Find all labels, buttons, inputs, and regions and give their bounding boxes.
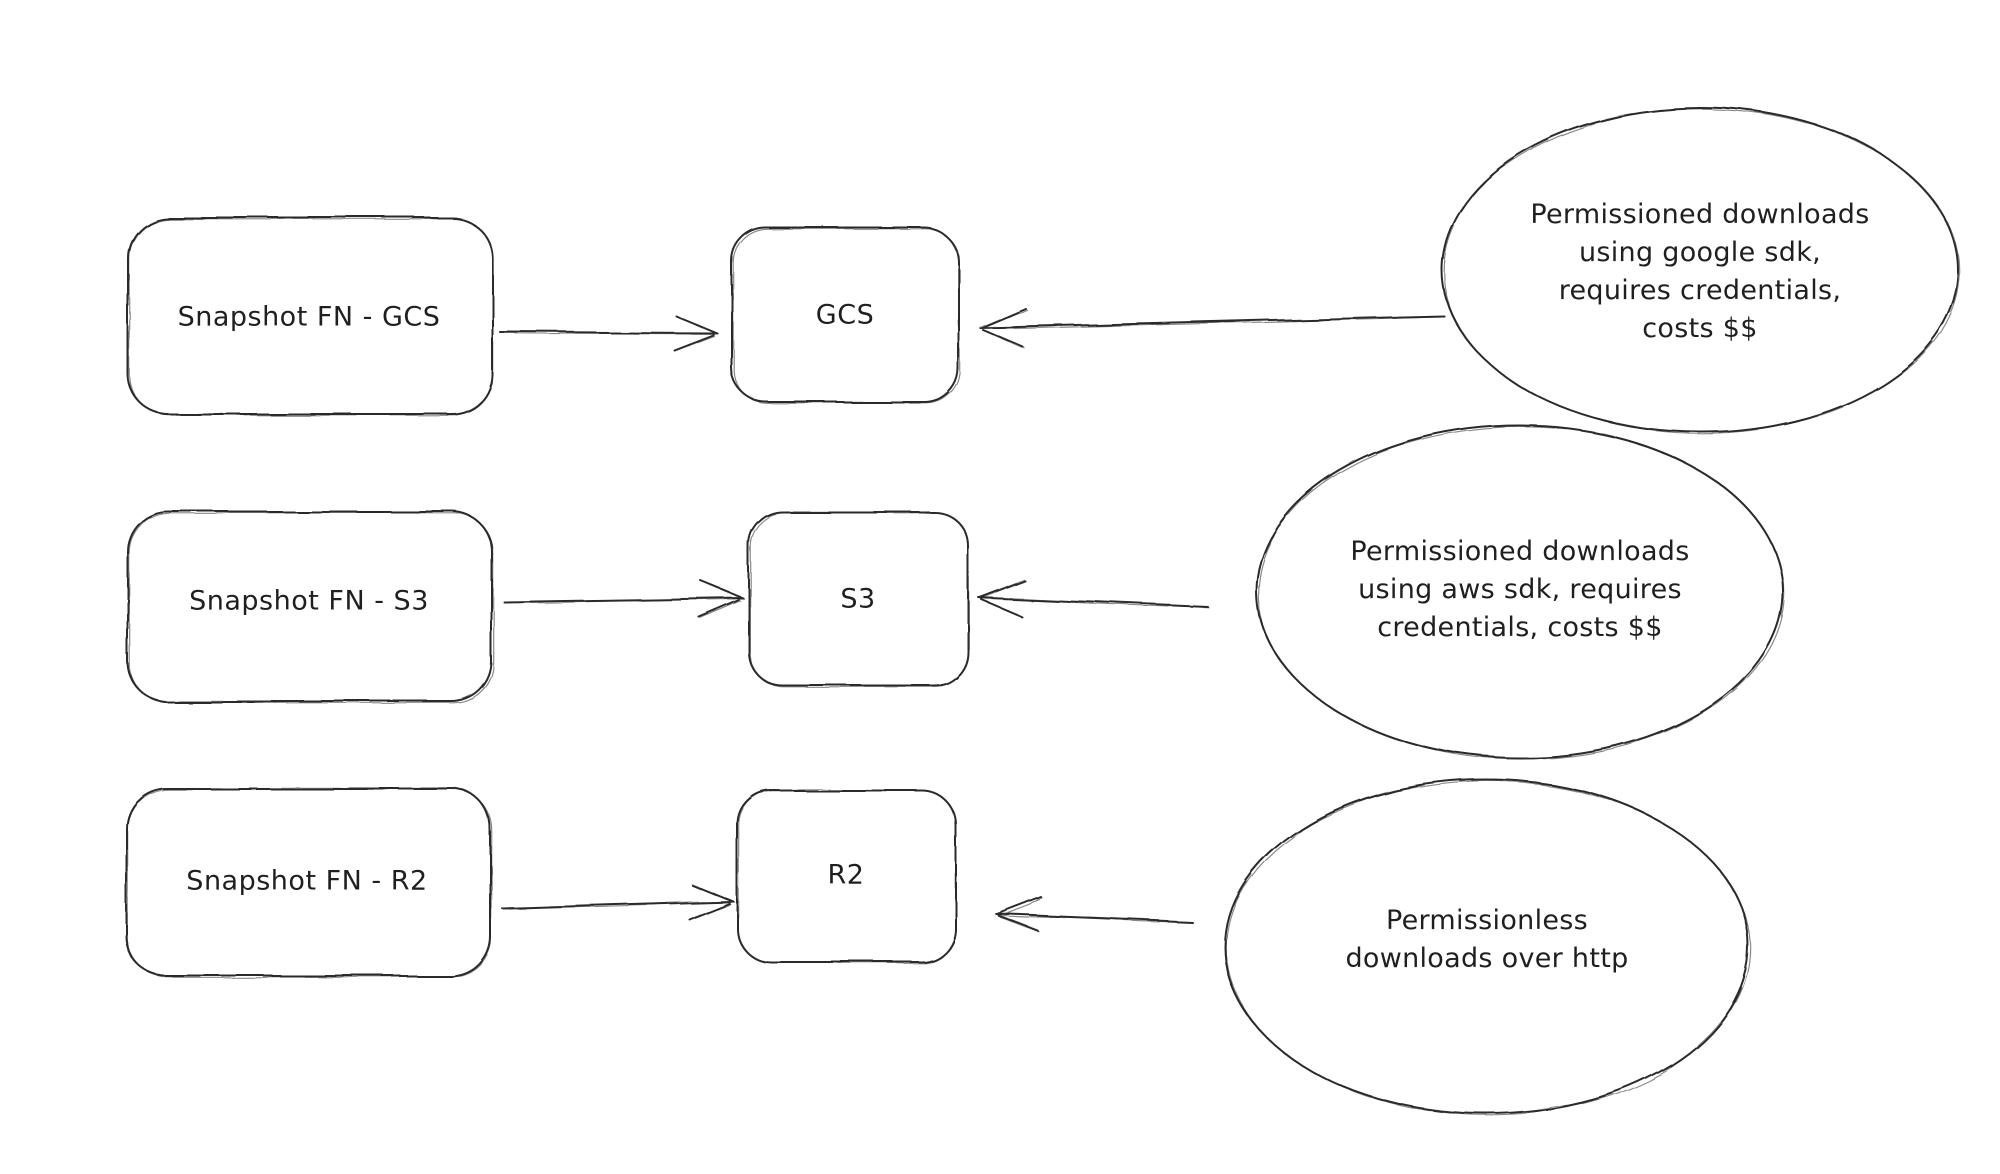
note-line: downloads over http: [1345, 943, 1629, 974]
note-line: Permissionless: [1385, 905, 1589, 936]
node-s3-label: S3: [840, 583, 876, 615]
note-line: credentials, costs $$: [1377, 612, 1663, 643]
note-line: using google sdk,: [1578, 237, 1822, 268]
node-snapshot-fn-gcs-label: Snapshot FN - GCS: [177, 301, 441, 333]
note-line: Permissioned downloads: [1530, 199, 1870, 230]
note-gcs: Permissioned downloads using google sdk,…: [1530, 196, 1869, 348]
note-line: Permissioned downloads: [1350, 536, 1690, 567]
node-gcs-label: GCS: [815, 299, 875, 331]
note-s3: Permissioned downloads using aws sdk, re…: [1350, 533, 1689, 647]
note-r2: Permissionless downloads over http: [1345, 902, 1628, 978]
node-r2-label: R2: [827, 859, 865, 891]
node-snapshot-fn-r2-label: Snapshot FN - R2: [186, 865, 428, 897]
note-line: costs $$: [1642, 313, 1758, 344]
note-line: using aws sdk, requires: [1358, 574, 1682, 605]
node-snapshot-fn-s3-label: Snapshot FN - S3: [189, 585, 429, 617]
note-line: requires credentials,: [1558, 275, 1842, 306]
